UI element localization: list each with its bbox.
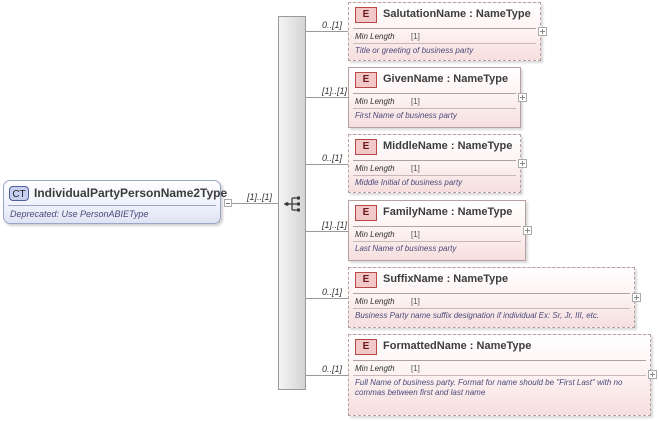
element-divider xyxy=(353,108,516,109)
collapse-icon[interactable] xyxy=(224,199,232,207)
facet-value: [1] xyxy=(411,32,420,41)
connector-line xyxy=(306,298,348,299)
element-divider xyxy=(353,93,516,94)
element-badge: E xyxy=(355,272,377,288)
complex-type-divider xyxy=(8,205,216,206)
element-documentation: Middle Initial of business party xyxy=(355,178,463,187)
connector-line xyxy=(306,97,348,98)
facet-label: Min Length xyxy=(355,230,395,239)
element-divider xyxy=(353,293,630,294)
element-cardinality: 0..[1] xyxy=(322,364,343,374)
connector-line xyxy=(306,31,348,32)
expand-icon[interactable] xyxy=(648,370,657,379)
element-title: SuffixName : NameType xyxy=(383,273,509,285)
facet-label: Min Length xyxy=(355,364,395,373)
complex-type-cardinality: [1]..[1] xyxy=(247,192,273,202)
element-badge: E xyxy=(355,7,377,23)
facet-value: [1] xyxy=(411,97,420,106)
expand-icon[interactable] xyxy=(518,93,527,102)
element-cardinality: [1]..[1] xyxy=(322,86,348,96)
element-title: SalutationName : NameType xyxy=(383,8,531,20)
element-title: FormattedName : NameType xyxy=(383,340,532,352)
element-divider xyxy=(353,175,516,176)
element-cardinality: 0..[1] xyxy=(322,287,343,297)
element-divider xyxy=(353,360,646,361)
element-cardinality: [1]..[1] xyxy=(322,220,348,230)
facet-value: [1] xyxy=(411,230,420,239)
complex-type-name: IndividualPartyPersonName2Type xyxy=(34,186,228,200)
facet-label: Min Length xyxy=(355,164,395,173)
facet-value: [1] xyxy=(411,297,420,306)
element-documentation: Last Name of business party xyxy=(355,244,457,253)
connector-line xyxy=(306,164,348,165)
facet-label: Min Length xyxy=(355,97,395,106)
element-divider xyxy=(353,308,630,309)
element-cardinality: 0..[1] xyxy=(322,153,343,163)
element-title: MiddleName : NameType xyxy=(383,140,513,152)
element-badge: E xyxy=(355,339,377,355)
expand-icon[interactable] xyxy=(538,27,547,36)
element-title: GivenName : NameType xyxy=(383,73,509,85)
element-badge: E xyxy=(355,139,377,155)
facet-label: Min Length xyxy=(355,297,395,306)
facet-label: Min Length xyxy=(355,32,395,41)
element-badge: E xyxy=(355,72,377,88)
complex-type-documentation: Deprecated: Use PersonABIEType xyxy=(10,209,149,219)
complex-type-box[interactable]: CT IndividualPartyPersonName2Type Deprec… xyxy=(3,180,227,224)
element-title: FamilyName : NameType xyxy=(383,206,513,218)
element-badge: E xyxy=(355,205,377,221)
connector-line xyxy=(306,375,348,376)
sequence-icon[interactable] xyxy=(283,195,303,213)
expand-icon[interactable] xyxy=(518,159,527,168)
facet-value: [1] xyxy=(411,364,420,373)
expand-icon[interactable] xyxy=(632,293,641,302)
element-divider xyxy=(353,226,521,227)
element-divider xyxy=(353,375,646,376)
element-divider xyxy=(353,43,536,44)
complex-type-badge: CT xyxy=(9,186,29,201)
expand-icon[interactable] xyxy=(523,226,532,235)
connector-line xyxy=(306,231,348,232)
element-divider xyxy=(353,28,536,29)
element-documentation: Business Party name suffix designation i… xyxy=(355,311,600,320)
element-documentation: Full Name of business party. Format for … xyxy=(355,378,623,397)
element-documentation: Title or greeting of business party xyxy=(355,46,474,55)
connector-line xyxy=(232,203,278,204)
element-cardinality: 0..[1] xyxy=(322,20,343,30)
element-divider xyxy=(353,241,521,242)
element-documentation: First Name of business party xyxy=(355,111,457,120)
element-divider xyxy=(353,160,516,161)
facet-value: [1] xyxy=(411,164,420,173)
